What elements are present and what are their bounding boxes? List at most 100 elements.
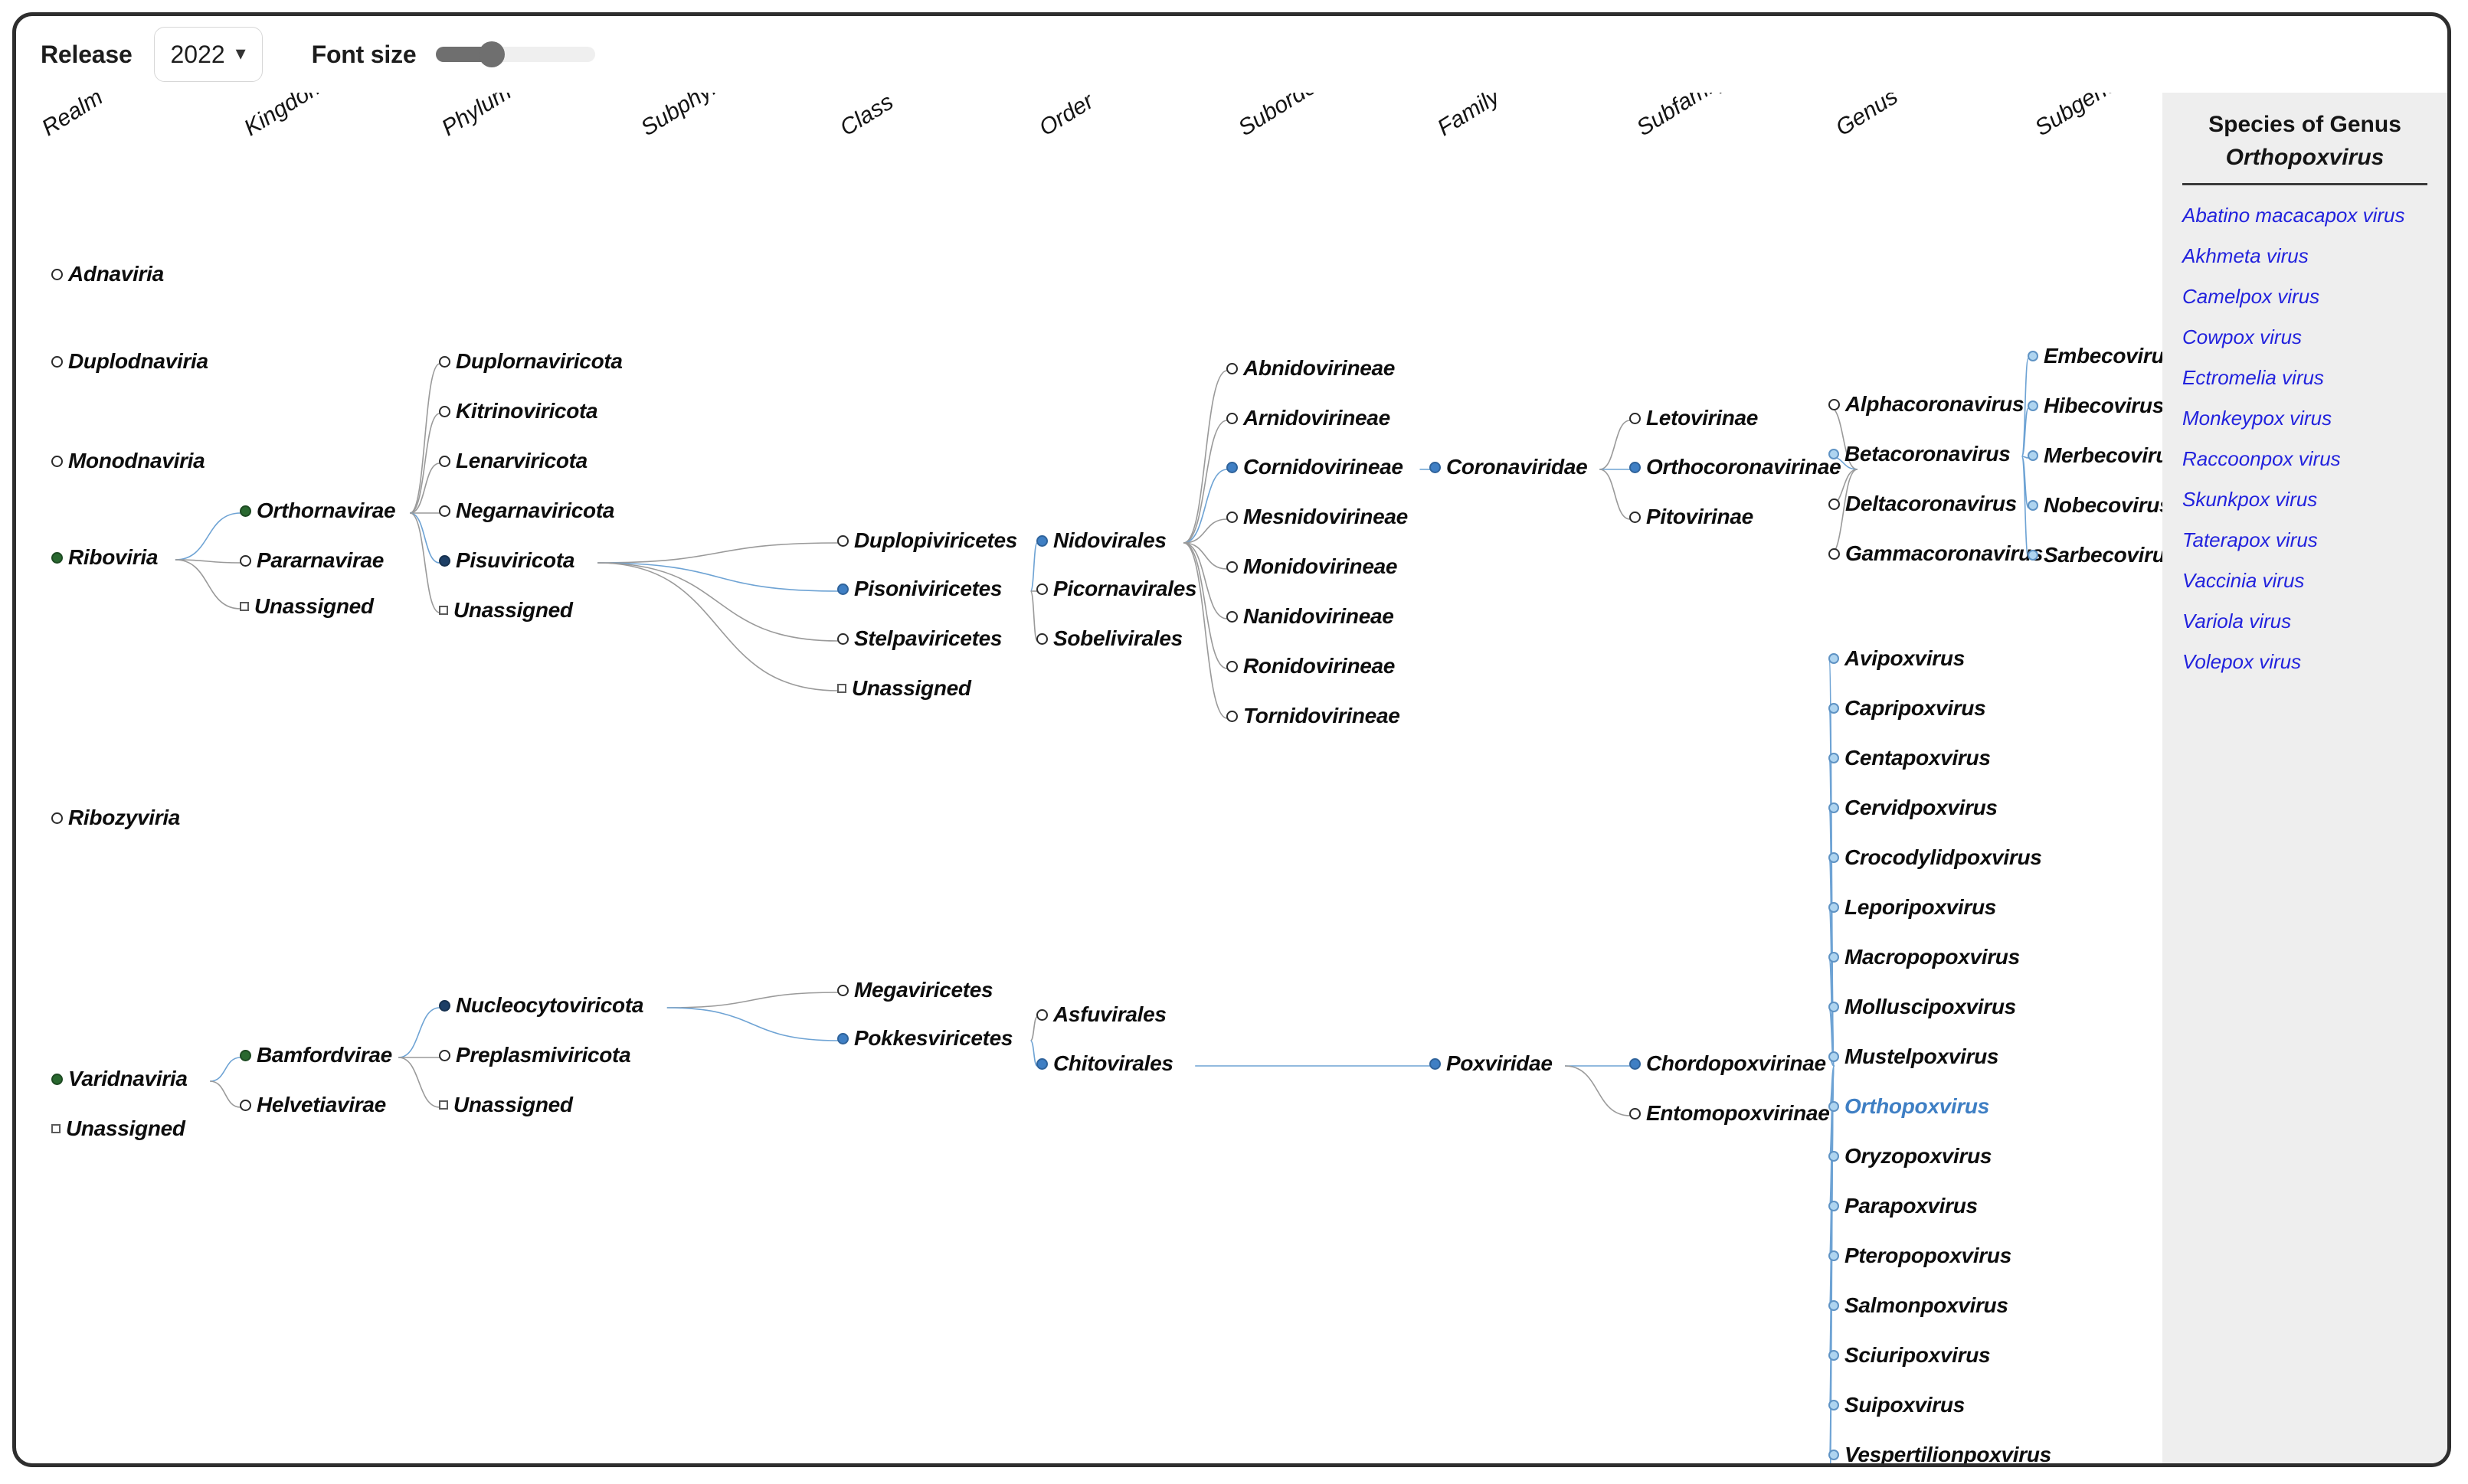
tree-node-leporipoxvirus[interactable]: Leporipoxvirus: [1828, 897, 1996, 918]
node-marker-circle: [439, 455, 450, 467]
tree-node-riboviria[interactable]: Riboviria: [51, 547, 158, 568]
tree-node-pararnavirae[interactable]: Pararnavirae: [240, 550, 384, 571]
tree-node-abnidovirineae[interactable]: Abnidovirineae: [1226, 358, 1395, 379]
tree-node-chordopoxvirinae[interactable]: Chordopoxvirinae: [1629, 1053, 1826, 1074]
species-list-item[interactable]: Raccoonpox virus: [2182, 447, 2341, 470]
tree-node-parapoxvirus[interactable]: Parapoxvirus: [1828, 1195, 1978, 1217]
tree-node-mesnidovirineae[interactable]: Mesnidovirineae: [1226, 506, 1408, 528]
tree-node-asfuvirales[interactable]: Asfuvirales: [1036, 1004, 1167, 1025]
tree-node-stelpaviricetes[interactable]: Stelpaviricetes: [837, 628, 1002, 649]
tree-node-lenarviricota[interactable]: Lenarviricota: [439, 450, 588, 472]
tree-node-poxviridae[interactable]: Poxviridae: [1429, 1053, 1553, 1074]
release-select[interactable]: 2022 ▾: [153, 27, 263, 82]
tree-node-nucleocytoviricota[interactable]: Nucleocytoviricota: [439, 995, 643, 1016]
tree-node-gammacoronavirus[interactable]: Gammacoronavirus: [1828, 543, 2044, 564]
tree-edge: [597, 562, 839, 592]
tree-node-kitrinoviricota[interactable]: Kitrinoviricota: [439, 400, 598, 422]
tree-node-ribozyviria[interactable]: Ribozyviria: [51, 807, 180, 829]
tree-node-pitovirinae[interactable]: Pitovirinae: [1629, 506, 1753, 528]
tree-node-pisuviricota[interactable]: Pisuviricota: [439, 550, 574, 571]
tree-node-orthopoxvirus[interactable]: Orthopoxvirus: [1828, 1096, 1989, 1117]
tree-node-realm-unassigned[interactable]: Unassigned: [51, 1118, 185, 1139]
tree-node-cornidovirineae[interactable]: Cornidovirineae: [1226, 456, 1403, 478]
tree-node-betacoronavirus[interactable]: Betacoronavirus: [1828, 443, 2011, 465]
tree-node-picornavirales[interactable]: Picornavirales: [1036, 578, 1197, 600]
species-list-item[interactable]: Volepox virus: [2182, 650, 2302, 673]
fontsize-slider-fill: [436, 47, 493, 62]
species-list-item[interactable]: Vaccinia virus: [2182, 569, 2305, 592]
tree-node-phylum-unassigned[interactable]: Unassigned: [439, 600, 573, 621]
species-list-item[interactable]: Monkeypox virus: [2182, 407, 2332, 430]
tree-node-orthornavirae[interactable]: Orthornavirae: [240, 500, 396, 521]
tree-node-ronidovirineae[interactable]: Ronidovirineae: [1226, 655, 1395, 677]
tree-node-avipoxvirus[interactable]: Avipoxvirus: [1828, 648, 1965, 669]
tree-node-salmonpoxvirus[interactable]: Salmonpoxvirus: [1828, 1295, 2008, 1316]
tree-node-negarnaviricota[interactable]: Negarnaviricota: [439, 500, 614, 521]
tree-node-varidnaviria[interactable]: Varidnaviria: [51, 1068, 188, 1090]
tree-node-crocodylidpoxvirus[interactable]: Crocodylidpoxvirus: [1828, 847, 2042, 868]
species-list-item[interactable]: Camelpox virus: [2182, 285, 2320, 308]
tree-edge: [409, 363, 440, 514]
tree-node-tornidovirineae[interactable]: Tornidovirineae: [1226, 705, 1400, 727]
tree-node-alphacoronavirus[interactable]: Alphacoronavirus: [1828, 394, 2024, 415]
tree-node-vespertilionpoxvirus[interactable]: Vespertilionpoxvirus: [1828, 1444, 2051, 1463]
node-marker-circle: [240, 554, 251, 567]
tree-node-nobecovirus[interactable]: Nobecovirus: [2028, 495, 2162, 516]
tree-node-adnaviria[interactable]: Adnaviria: [51, 263, 164, 285]
tree-node-capripoxvirus[interactable]: Capripoxvirus: [1828, 698, 1986, 719]
tree-node-duplodnaviria[interactable]: Duplodnaviria: [51, 351, 208, 372]
tree-node-bamfordvirae[interactable]: Bamfordvirae: [240, 1044, 392, 1066]
species-list-item[interactable]: Cowpox virus: [2182, 325, 2303, 348]
tree-node-molluscipoxvirus[interactable]: Molluscipoxvirus: [1828, 996, 2016, 1018]
species-list-item[interactable]: Ectromelia virus: [2182, 366, 2324, 389]
node-marker-circle: [1036, 1057, 1048, 1070]
tree-node-arnidovirineae[interactable]: Arnidovirineae: [1226, 407, 1390, 429]
tree-node-nidovirales[interactable]: Nidovirales: [1036, 530, 1167, 551]
tree-node-pteropopoxvirus[interactable]: Pteropopoxvirus: [1828, 1245, 2011, 1267]
tree-node-monodnaviria[interactable]: Monodnaviria: [51, 450, 205, 472]
tree-node-mustelpoxvirus[interactable]: Mustelpoxvirus: [1828, 1046, 1998, 1067]
tree-node-phylum-unassigned2[interactable]: Unassigned: [439, 1094, 573, 1116]
tree-node-coronaviridae[interactable]: Coronaviridae: [1429, 456, 1588, 478]
tree-node-merbecovirus[interactable]: Merbecovirus: [2028, 445, 2162, 466]
tree-node-letovirinae[interactable]: Letovirinae: [1629, 407, 1758, 429]
fontsize-slider[interactable]: [436, 41, 596, 67]
tree-node-deltacoronavirus[interactable]: Deltacoronavirus: [1828, 493, 2017, 515]
tree-node-nanidovirineae[interactable]: Nanidovirineae: [1226, 606, 1394, 627]
species-list-item[interactable]: Skunkpox virus: [2182, 488, 2318, 511]
tree-node-label: Salmonpoxvirus: [1844, 1293, 2008, 1317]
tree-node-megaviricetes[interactable]: Megaviricetes: [837, 979, 993, 1001]
tree-node-macropopoxvirus[interactable]: Macropopoxvirus: [1828, 946, 2020, 968]
tree-node-orthocoronavirinae[interactable]: Orthocoronavirinae: [1629, 456, 1841, 478]
species-list-item[interactable]: Akhmeta virus: [2182, 244, 2309, 267]
tree-node-kingdom-unassigned[interactable]: Unassigned: [240, 596, 374, 617]
node-marker-circle: [1828, 902, 1839, 913]
tree-node-hibecovirus[interactable]: Hibecovirus: [2028, 395, 2162, 417]
tree-node-sarbecovirus[interactable]: Sarbecovirus: [2028, 544, 2162, 566]
species-list-item[interactable]: Variola virus: [2182, 610, 2292, 632]
species-list-item[interactable]: Abatino macacapox virus: [2182, 204, 2405, 227]
tree-node-sobelivirales[interactable]: Sobelivirales: [1036, 628, 1183, 649]
species-list-item[interactable]: Taterapox virus: [2182, 528, 2318, 551]
tree-node-suipoxvirus[interactable]: Suipoxvirus: [1828, 1394, 1965, 1416]
tree-node-centapoxvirus[interactable]: Centapoxvirus: [1828, 747, 1991, 769]
node-marker-square: [51, 1124, 61, 1133]
node-marker-circle: [240, 1099, 251, 1111]
tree-node-embecovirus[interactable]: Embecovirus: [2028, 345, 2162, 367]
tree-node-duplopiviricetes[interactable]: Duplopiviricetes: [837, 530, 1017, 551]
tree-node-entomopoxvirinae[interactable]: Entomopoxvirinae: [1629, 1103, 1830, 1124]
tree-node-helvetiavirae[interactable]: Helvetiavirae: [240, 1094, 386, 1116]
tree-node-preplasmiviricota[interactable]: Preplasmiviricota: [439, 1044, 631, 1066]
tree-node-pokkesviricetes[interactable]: Pokkesviricetes: [837, 1028, 1013, 1049]
tree-node-pisoniviricetes[interactable]: Pisoniviricetes: [837, 578, 1002, 600]
tree-node-sciuripoxvirus[interactable]: Sciuripoxvirus: [1828, 1345, 1991, 1366]
tree-node-class-unassigned[interactable]: Unassigned: [837, 678, 971, 699]
tree-node-duplornaviricota[interactable]: Duplornaviricota: [439, 351, 623, 372]
fontsize-slider-knob[interactable]: [479, 41, 506, 67]
tree-node-oryzopoxvirus[interactable]: Oryzopoxvirus: [1828, 1146, 1992, 1167]
tree-node-monidovirineae[interactable]: Monidovirineae: [1226, 556, 1397, 577]
node-marker-circle: [51, 551, 63, 564]
tree-node-chitovirales[interactable]: Chitovirales: [1036, 1053, 1173, 1074]
tree-node-cervidpoxvirus[interactable]: Cervidpoxvirus: [1828, 797, 1998, 819]
